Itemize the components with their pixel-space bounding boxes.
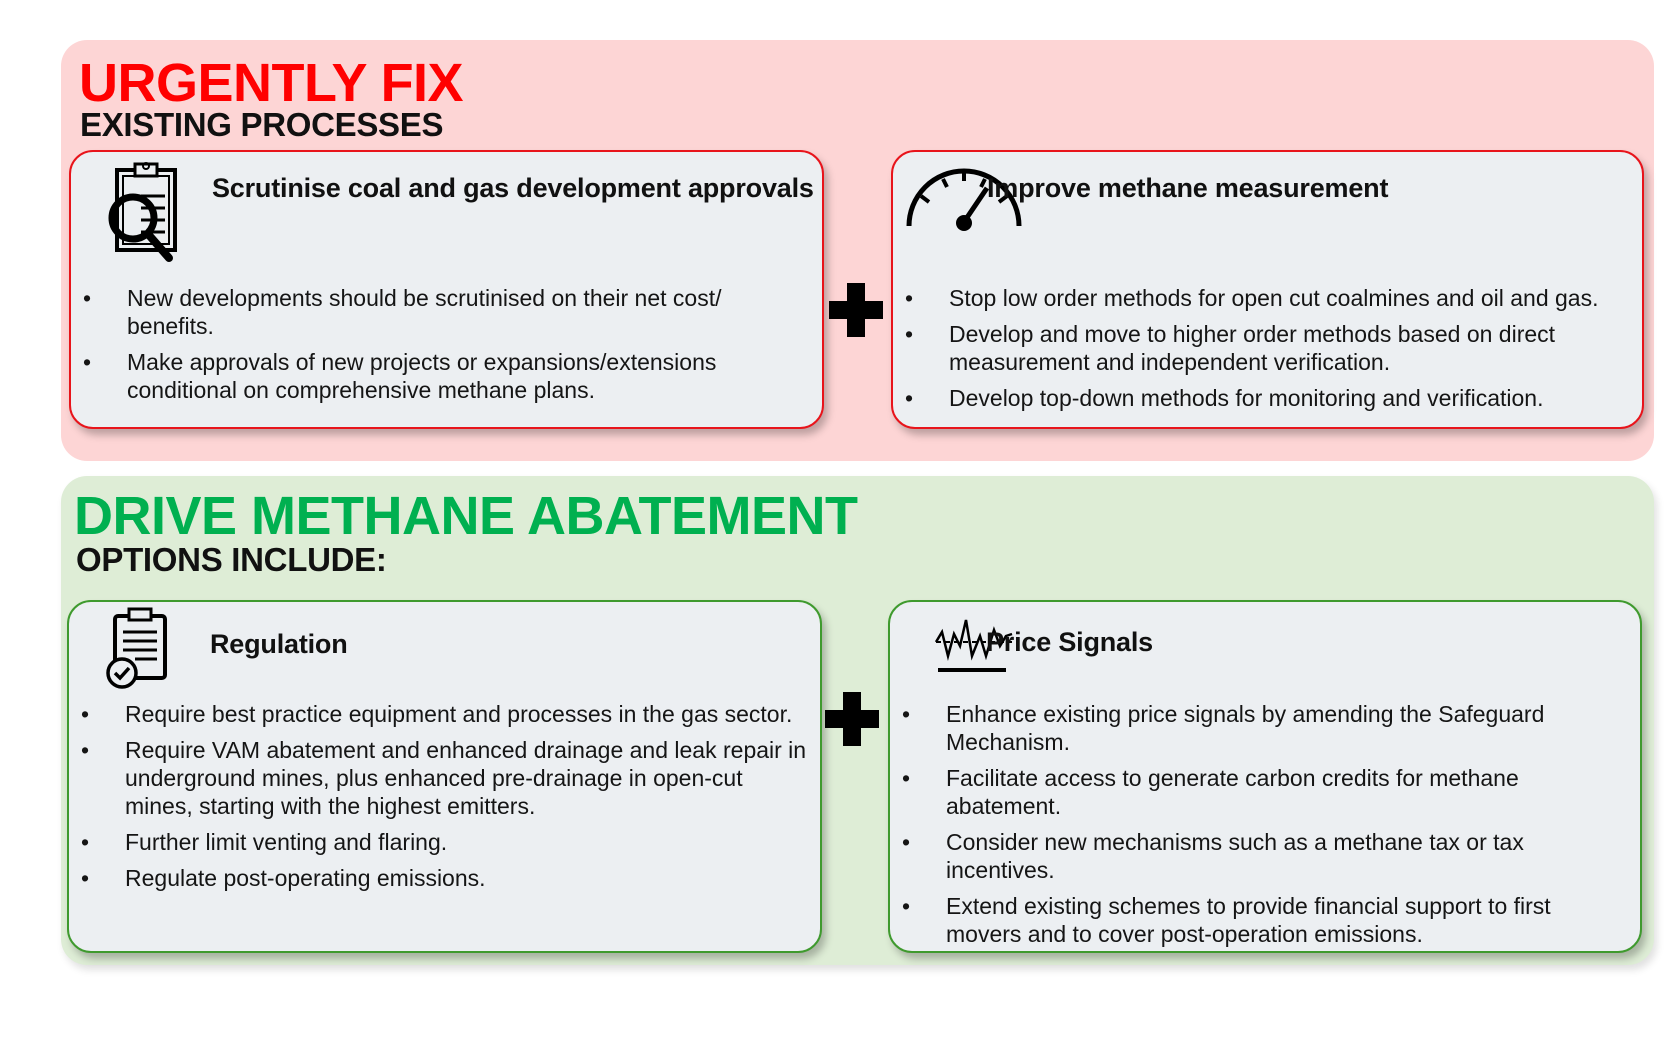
plus-icon [829,283,883,337]
abatement-title: DRIVE METHANE ABATEMENT [74,486,858,546]
bullet-list: Require best practice equipment and proc… [81,700,808,900]
list-item: Consider new mechanisms such as a methan… [902,828,1628,884]
list-item: Further limit venting and flaring. [81,828,808,856]
price-signal-icon [934,619,1013,672]
list-item: New developments should be scrutinised o… [83,284,810,340]
clipboard-magnifier-icon [108,162,177,262]
card-heading: Price Signals [986,627,1153,657]
list-item: Develop and move to higher order methods… [905,320,1630,376]
card-methane-measurement: Improve methane measurement Stop low ord… [891,150,1644,429]
card-scrutinise-approvals: Scrutinise coal and gas development appr… [69,150,824,429]
card-heading: Improve methane measurement [987,173,1389,203]
list-item: Extend existing schemes to provide finan… [902,892,1628,948]
list-item: Facilitate access to generate carbon cre… [902,764,1628,820]
list-item: Require VAM abatement and enhanced drain… [81,736,808,820]
bullet-list: Enhance existing price signals by amendi… [902,700,1628,956]
card-heading: Scrutinise coal and gas development appr… [212,173,814,203]
plus-icon [825,692,879,746]
list-item: Stop low order methods for open cut coal… [905,284,1630,312]
clipboard-check-icon [106,607,167,689]
list-item: Enhance existing price signals by amendi… [902,700,1628,756]
list-item: Require best practice equipment and proc… [81,700,808,728]
bullet-list: Stop low order methods for open cut coal… [905,284,1630,420]
urgent-subtitle: EXISTING PROCESSES [80,106,444,143]
urgent-title: URGENTLY FIX [79,53,464,113]
card-heading: Regulation [210,629,348,659]
card-regulation: Regulation Require best practice equipme… [67,600,822,953]
list-item: Make approvals of new projects or expans… [83,348,810,404]
list-item: Develop top-down methods for monitoring … [905,384,1630,412]
gauge-icon [906,168,1022,231]
card-price-signals: Price Signals Enhance existing price sig… [888,600,1642,953]
bullet-list: New developments should be scrutinised o… [83,284,810,412]
abatement-subtitle: OPTIONS INCLUDE: [76,541,387,578]
list-item: Regulate post-operating emissions. [81,864,808,892]
